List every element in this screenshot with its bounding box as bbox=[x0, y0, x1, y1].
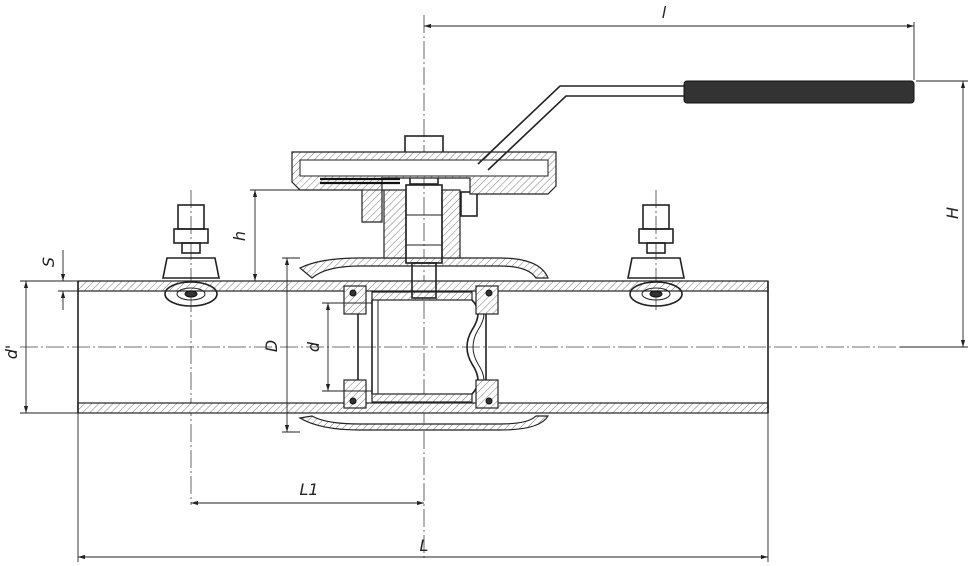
label-D: D bbox=[262, 340, 281, 352]
label-L1: L1 bbox=[299, 480, 318, 499]
ball-and-seats bbox=[343, 285, 499, 409]
dimension-H bbox=[900, 80, 968, 348]
right-fitting bbox=[627, 204, 685, 307]
dimension-S bbox=[58, 250, 78, 310]
dimension-d bbox=[322, 302, 372, 392]
label-l: l bbox=[662, 3, 667, 22]
dimension-D bbox=[282, 257, 300, 433]
label-d-prime: d' bbox=[2, 345, 21, 360]
label-L: L bbox=[420, 536, 429, 555]
valve-body bbox=[298, 257, 550, 431]
label-h: h bbox=[230, 231, 249, 241]
dimension-L bbox=[77, 413, 769, 562]
stem-assembly bbox=[383, 135, 478, 299]
handle bbox=[291, 80, 915, 223]
label-S: S bbox=[39, 257, 58, 267]
left-fitting bbox=[162, 204, 220, 307]
dimension-l bbox=[424, 22, 915, 80]
dimension-d-prime bbox=[20, 280, 78, 414]
dimension-h bbox=[250, 189, 384, 282]
pipe bbox=[77, 280, 769, 414]
label-d: d bbox=[304, 341, 323, 352]
label-H: H bbox=[943, 207, 962, 219]
